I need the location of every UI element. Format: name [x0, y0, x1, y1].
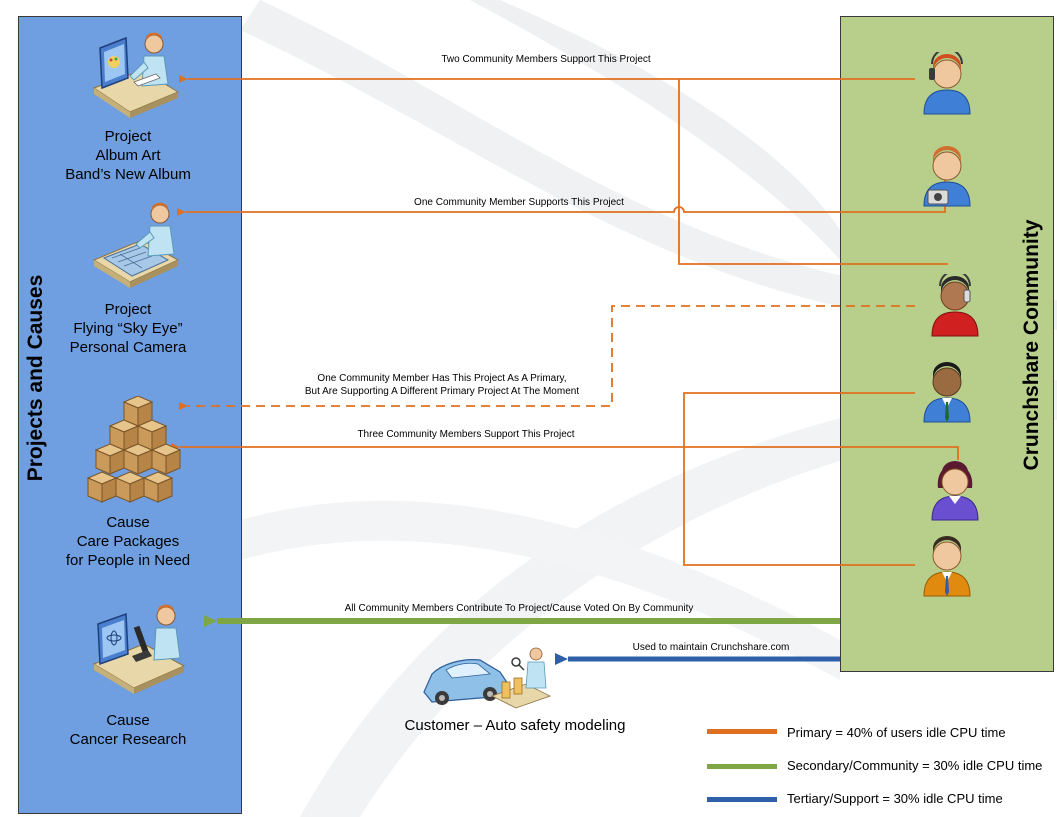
legend-primary-swatch [707, 729, 777, 734]
caption-cancer-research: Cause Cancer Research [18, 711, 238, 749]
caption-care-packages-line-2: Care Packages [76, 533, 180, 550]
label-primary-elsewhere: One Community Member Has This Project As… [305, 372, 579, 398]
label-two-members: Two Community Members Support This Proje… [441, 54, 651, 65]
businessman-member-icon [923, 362, 971, 423]
link-one-member [177, 176, 946, 216]
artist-at-desk-icon [92, 32, 180, 118]
label-primary-elsewhere-line-2: But Are Supporting A Different Primary P… [304, 386, 580, 397]
caption-album-art-line-2: Album Art [95, 147, 161, 164]
label-maintain: Used to maintain Crunchshare.com [632, 642, 790, 653]
car-safety-test-icon [423, 647, 552, 709]
legend-secondary-swatch [707, 764, 777, 769]
stacked-boxes-icon [86, 396, 182, 503]
legend-tertiary-text: Tertiary/Support = 30% idle CPU time [787, 791, 1003, 806]
label-one-member: One Community Member Supports This Proje… [414, 197, 624, 208]
link-two-members [179, 75, 948, 265]
caption-album-art: Project Album Art Band’s New Album [18, 127, 238, 184]
label-primary-elsewhere-line-1: One Community Member Has This Project As… [317, 373, 567, 384]
caption-care-packages-line-1: Cause [106, 514, 150, 531]
caption-album-art-line-1: Project [104, 128, 152, 145]
headset-member-red-icon [931, 274, 979, 337]
caption-album-art-line-3: Band’s New Album [65, 166, 191, 183]
headset-member-icon [923, 52, 971, 115]
woman-member-icon [931, 461, 979, 521]
customer-caption: Customer – Auto safety modeling [404, 717, 626, 734]
caption-sky-eye-line-2: Flying “Sky Eye” [73, 320, 183, 337]
link-primary-elsewhere [179, 305, 915, 410]
camera-member-icon [923, 146, 971, 207]
caption-sky-eye: Project Flying “Sky Eye” Personal Camera [18, 300, 238, 357]
caption-care-packages: Cause Care Packages for People in Need [18, 513, 238, 570]
orange-suit-member-icon [923, 536, 971, 597]
legend-tertiary-swatch [707, 797, 777, 802]
scientist-with-microscope-icon [92, 604, 186, 694]
label-all-members: All Community Members Contribute To Proj… [344, 603, 694, 614]
caption-sky-eye-line-1: Project [104, 301, 152, 318]
caption-sky-eye-line-3: Personal Camera [69, 339, 187, 356]
legend-secondary-text: Secondary/Community = 30% idle CPU time [787, 758, 1043, 773]
caption-care-packages-line-3: for People in Need [65, 552, 191, 569]
engineer-at-drafting-table-icon [92, 202, 180, 288]
legend-primary-text: Primary = 40% of users idle CPU time [787, 725, 1006, 740]
link-three-members [171, 392, 959, 566]
caption-cancer-research-line-1: Cause [106, 712, 150, 729]
label-three-members: Three Community Members Support This Pro… [357, 429, 575, 440]
caption-cancer-research-line-2: Cancer Research [69, 731, 187, 748]
